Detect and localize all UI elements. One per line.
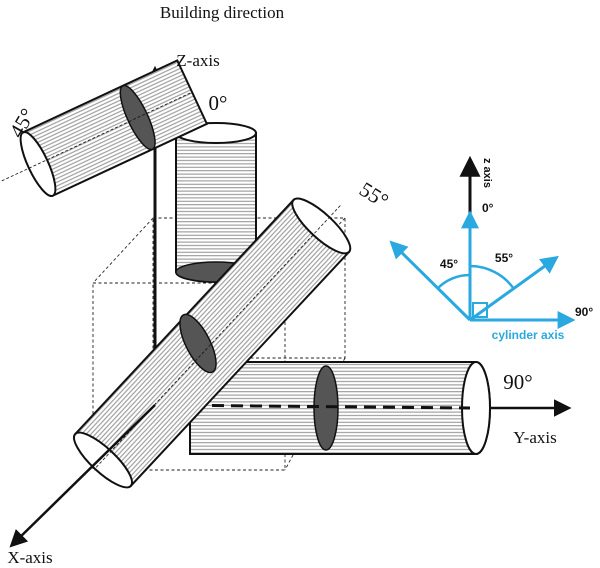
- inset-right-angle-marker: [472, 302, 488, 318]
- inset-45deg-arc: [437, 273, 471, 289]
- cylinder-90deg-label: 90°: [503, 370, 532, 394]
- inset-45deg-arrow: [389, 240, 472, 322]
- cylinder-55deg-label: 55°: [355, 177, 393, 213]
- cylinder-0deg-label: 0°: [209, 91, 228, 115]
- inset-0deg-label: 0°: [482, 201, 494, 215]
- inset-90deg-label: 90°: [575, 305, 593, 319]
- inset-55deg-arc: [469, 264, 516, 290]
- inset-45deg-label: 45°: [440, 257, 458, 271]
- inset-55deg-label: 55°: [495, 251, 513, 265]
- cylinder-45deg: [0, 59, 209, 198]
- z-axis-label: Z-axis: [176, 51, 219, 70]
- cylinder-55deg-cross-section: [179, 313, 217, 374]
- x-axis-label: X-axis: [7, 548, 52, 567]
- inset-cylinder-axis-label: cylinder axis: [492, 328, 565, 342]
- orientation-inset: z axis 0° 45° 55° 90° cylinder axis: [389, 155, 593, 342]
- x-axis-line: [9, 404, 156, 548]
- y-axis-label: Y-axis: [513, 428, 556, 447]
- inset-z-axis-label: z axis: [481, 158, 493, 188]
- building-direction-title: Building direction: [160, 3, 285, 22]
- y-axis-hidden-segment: [154, 403, 471, 410]
